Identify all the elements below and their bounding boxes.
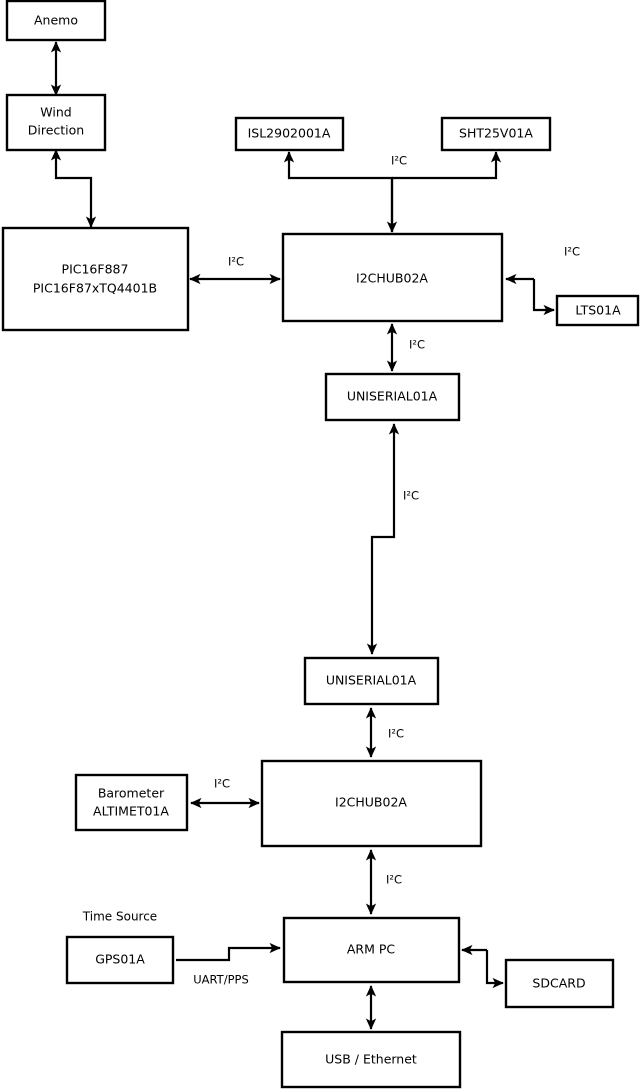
node-pic-box[interactable] — [1, 226, 190, 332]
edge-label-i2c-barometer-hub2: I²C — [214, 777, 230, 791]
node-sht25v01a-label: SHT25V01A — [459, 126, 533, 141]
node-isl2902001a-box[interactable] — [234, 116, 345, 152]
node-uniserial01a-top-box[interactable] — [324, 372, 461, 422]
node-sdcard-box[interactable] — [504, 958, 615, 1009]
node-i2chub02a-bottom-label: I2CHUB02A — [335, 795, 407, 810]
edge-label-uart-pps: UART/PPS — [193, 973, 249, 987]
node-arm-pc-box[interactable] — [282, 916, 461, 984]
node-gps01a-label: GPS01A — [95, 952, 145, 967]
node-wind-direction[interactable]: Wind Direction — [5, 93, 107, 152]
node-usb-ethernet-label: USB / Ethernet — [325, 1052, 417, 1067]
node-i2chub02a-top-box[interactable] — [281, 232, 504, 323]
node-usb-ethernet-box[interactable] — [280, 1030, 462, 1089]
node-isl2902001a[interactable]: ISL2902001A — [234, 116, 345, 152]
edge-label-i2c-uniserial-link: I²C — [403, 489, 419, 503]
node-lts01a-box[interactable] — [555, 294, 640, 327]
node-usb-ethernet[interactable]: USB / Ethernet — [280, 1030, 462, 1089]
node-i2chub02a-bottom-box[interactable] — [260, 759, 483, 848]
node-barometer-box[interactable] — [74, 773, 189, 832]
edge-hub-isl — [283, 151, 394, 232]
node-uniserial01a-top[interactable]: UNISERIAL01A — [324, 372, 461, 422]
node-uniserial01a-bottom-label: UNISERIAL01A — [326, 673, 417, 688]
edge-label-i2c-pic-hub: I²C — [228, 255, 244, 269]
node-i2chub02a-top-label: I2CHUB02A — [356, 271, 428, 286]
edge-label-i2c-hub2-armpc: I²C — [386, 873, 402, 887]
node-i2chub02a-bottom[interactable]: I2CHUB02A — [260, 759, 483, 848]
node-anemo[interactable]: Anemo — [5, 0, 107, 42]
node-wind-direction-label-line1: Wind — [40, 105, 71, 120]
node-arm-pc[interactable]: ARM PC — [282, 916, 461, 984]
node-sdcard[interactable]: SDCARD — [504, 958, 615, 1009]
node-gps01a-box[interactable] — [65, 935, 175, 985]
node-uniserial01a-bottom-box[interactable] — [303, 656, 440, 706]
node-wind-direction-label-line2: Direction — [28, 123, 84, 138]
node-i2chub02a-top[interactable]: I2CHUB02A — [281, 232, 504, 323]
edge-label-i2c-hub-lts: I²C — [564, 245, 580, 259]
node-sdcard-label: SDCARD — [532, 976, 585, 991]
node-pic-label-line2: PIC16F87xTQ4401B — [33, 281, 157, 296]
edge-hub-sht — [392, 151, 502, 180]
node-wind-direction-box[interactable] — [5, 93, 107, 152]
edge-label-i2c-hub-uniserial: I²C — [409, 338, 425, 352]
node-lts01a-label: LTS01A — [575, 303, 621, 318]
edge-pic-wind — [50, 149, 97, 228]
node-uniserial01a-top-label: UNISERIAL01A — [347, 389, 438, 404]
node-lts01a[interactable]: LTS01A — [555, 294, 640, 327]
edge-uniserial-link — [366, 423, 400, 655]
node-pic-label-line1: PIC16F887 — [62, 262, 129, 277]
node-barometer-label-line2: ALTIMET01A — [93, 804, 169, 819]
node-arm-pc-label: ARM PC — [347, 942, 396, 957]
edge-hub-to-lts — [532, 279, 555, 316]
node-isl2902001a-label: ISL2902001A — [248, 126, 331, 141]
node-sht25v01a-box[interactable] — [440, 116, 552, 152]
edge-label-i2c-uniserial-hub2: I²C — [388, 727, 404, 741]
node-sht25v01a[interactable]: SHT25V01A — [440, 116, 552, 152]
label-time-source: Time Source — [82, 910, 157, 924]
node-uniserial01a-bottom[interactable]: UNISERIAL01A — [303, 656, 440, 706]
node-gps01a[interactable]: GPS01A — [65, 935, 175, 985]
node-barometer[interactable]: Barometer ALTIMET01A — [74, 773, 189, 832]
node-barometer-label-line1: Barometer — [98, 786, 165, 801]
edge-armpc-to-sdcard — [485, 950, 504, 989]
edge-label-i2c-hub-sensors: I²C — [391, 154, 407, 168]
node-anemo-label: Anemo — [34, 13, 78, 28]
edge-gps-armpc — [176, 942, 281, 962]
node-pic[interactable]: PIC16F887 PIC16F87xTQ4401B — [1, 226, 190, 332]
node-anemo-box[interactable] — [5, 0, 107, 42]
